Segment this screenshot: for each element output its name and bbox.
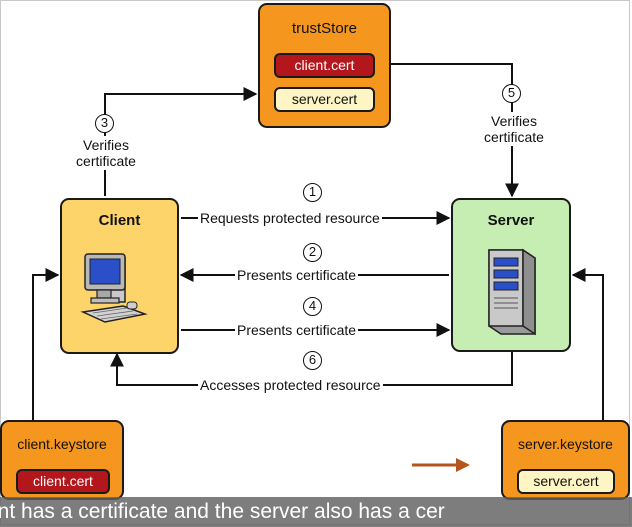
server-title: Server bbox=[487, 212, 535, 229]
server-keystore-title: server.keystore bbox=[518, 436, 613, 452]
computer-icon bbox=[80, 253, 148, 323]
server-keystore-cert: server.cert bbox=[517, 469, 615, 494]
arrow-server-keystore bbox=[571, 268, 604, 420]
client-keystore-cert: client.cert bbox=[16, 469, 110, 494]
step-1-marker: 1 bbox=[303, 183, 322, 202]
truststore-server-cert: server.cert bbox=[274, 87, 375, 112]
step-2-marker: 2 bbox=[303, 243, 322, 262]
step-5-marker: 5 bbox=[502, 84, 521, 103]
client-keystore-title: client.keystore bbox=[17, 436, 107, 452]
step-1-label: Requests protected resource bbox=[198, 210, 382, 226]
client-title: Client bbox=[98, 212, 141, 229]
step-6-marker: 6 bbox=[303, 351, 322, 370]
client-box: Client bbox=[60, 198, 179, 354]
truststore-title: trustStore bbox=[291, 20, 358, 37]
client-keystore-box: client.keystore client.cert bbox=[0, 420, 124, 500]
server-tower-icon bbox=[488, 248, 536, 336]
server-box: Server bbox=[451, 198, 571, 352]
truststore-client-cert: client.cert bbox=[274, 53, 375, 78]
step-4-marker: 4 bbox=[303, 297, 322, 316]
pointer-arrow-icon bbox=[412, 458, 470, 472]
step-4-label: Presents certificate bbox=[235, 322, 359, 338]
arrow-client-keystore bbox=[32, 268, 60, 420]
truststore-box: trustStore client.cert server.cert bbox=[258, 3, 391, 128]
step-6-label: Accesses protected resource bbox=[198, 377, 383, 393]
step-3-marker: 3 bbox=[95, 114, 114, 133]
server-keystore-box: server.keystore server.cert bbox=[501, 420, 630, 500]
caption-bar: ent has a certificate and the server als… bbox=[0, 497, 632, 527]
arrow-step-5 bbox=[391, 63, 519, 198]
step-2-label: Presents certificate bbox=[235, 267, 359, 283]
